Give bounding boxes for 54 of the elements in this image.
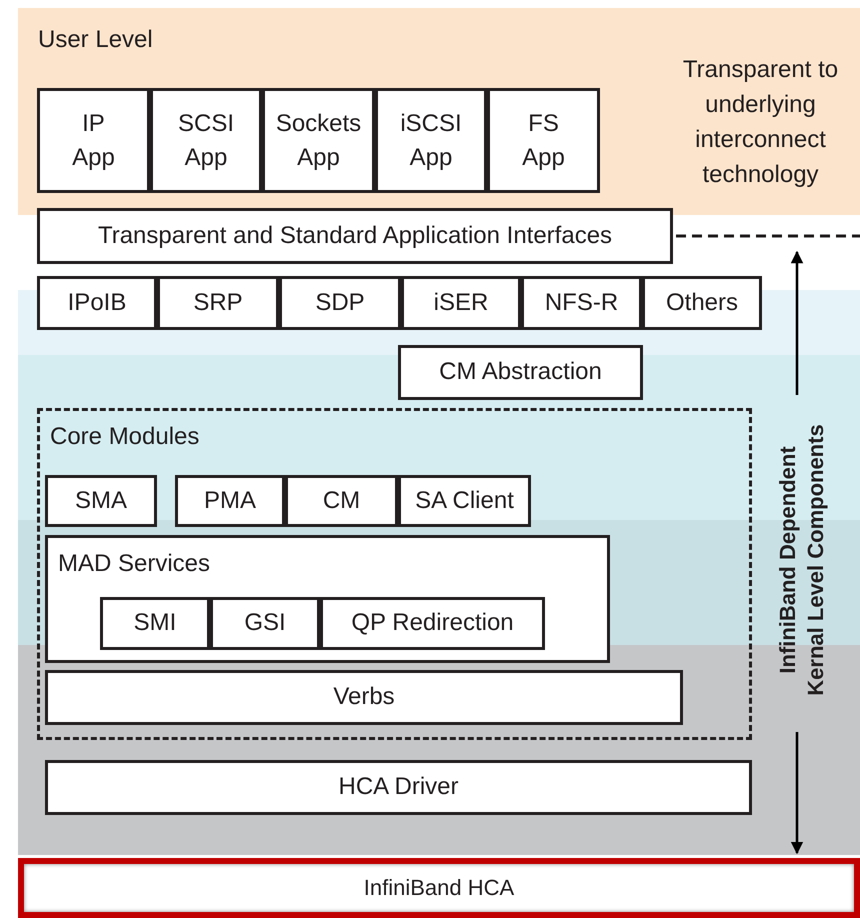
module-group [37, 408, 752, 740]
user-level-band [18, 8, 860, 215]
layer-box [150, 88, 262, 193]
layer-box [521, 276, 642, 330]
layer-box [375, 88, 487, 193]
layer-box [37, 276, 157, 330]
group-heading: MAD Services [58, 550, 210, 579]
box-label: Verbs [333, 683, 395, 712]
group-heading: Core Modules [50, 423, 200, 452]
box-label: InfiniBand HCA [364, 874, 514, 902]
layer-box [37, 208, 673, 264]
hardware-box [18, 858, 860, 918]
note-text: Transparent to underlying interconnect technology [682, 55, 840, 190]
layer-box [100, 597, 210, 650]
layer-box [398, 475, 531, 527]
box-label: SA Client [415, 486, 514, 516]
layer-box [279, 276, 401, 330]
layer-box [320, 597, 545, 650]
box-label: SRP [193, 288, 243, 318]
box-label: Transparent and Standard Application Interfaces [98, 222, 612, 250]
box-label: FS App [522, 108, 565, 172]
box-label: CM Abstraction [439, 358, 602, 387]
box-label: GSI [244, 609, 286, 638]
box-label: SMA [74, 486, 127, 516]
box-label: HCA Driver [338, 773, 458, 802]
layer-box [157, 276, 279, 330]
box-label: NFS-R [544, 288, 618, 318]
layer-box [175, 475, 285, 527]
box-label: PMA [204, 486, 256, 516]
box-label: CM [322, 486, 360, 516]
layer-box [285, 475, 398, 527]
module-group [45, 535, 610, 663]
layer-box [45, 475, 157, 527]
layer-box [487, 88, 600, 193]
box-label: Sockets App [276, 108, 362, 172]
box-label: iSCSI App [400, 108, 462, 172]
layer-box [401, 276, 521, 330]
layer-box [262, 88, 375, 193]
box-label: SCSI App [178, 108, 234, 172]
box-label: iSER [434, 288, 488, 318]
layer-box [642, 276, 762, 330]
layer-box [45, 760, 752, 815]
group-heading: User Level [38, 26, 153, 55]
box-label: SMI [134, 609, 176, 638]
box-label: Others [666, 288, 738, 318]
box-label: IP App [72, 108, 115, 172]
box-label: QP Redirection [351, 609, 514, 638]
layer-box [37, 88, 150, 193]
layer-box [398, 345, 643, 400]
box-label: IPoIB [68, 288, 126, 318]
side-label: InfiniBand Dependent Kernal Level Components [774, 423, 829, 698]
layer-box [45, 670, 683, 725]
layer-box [210, 597, 320, 650]
box-label: SDP [315, 288, 365, 318]
